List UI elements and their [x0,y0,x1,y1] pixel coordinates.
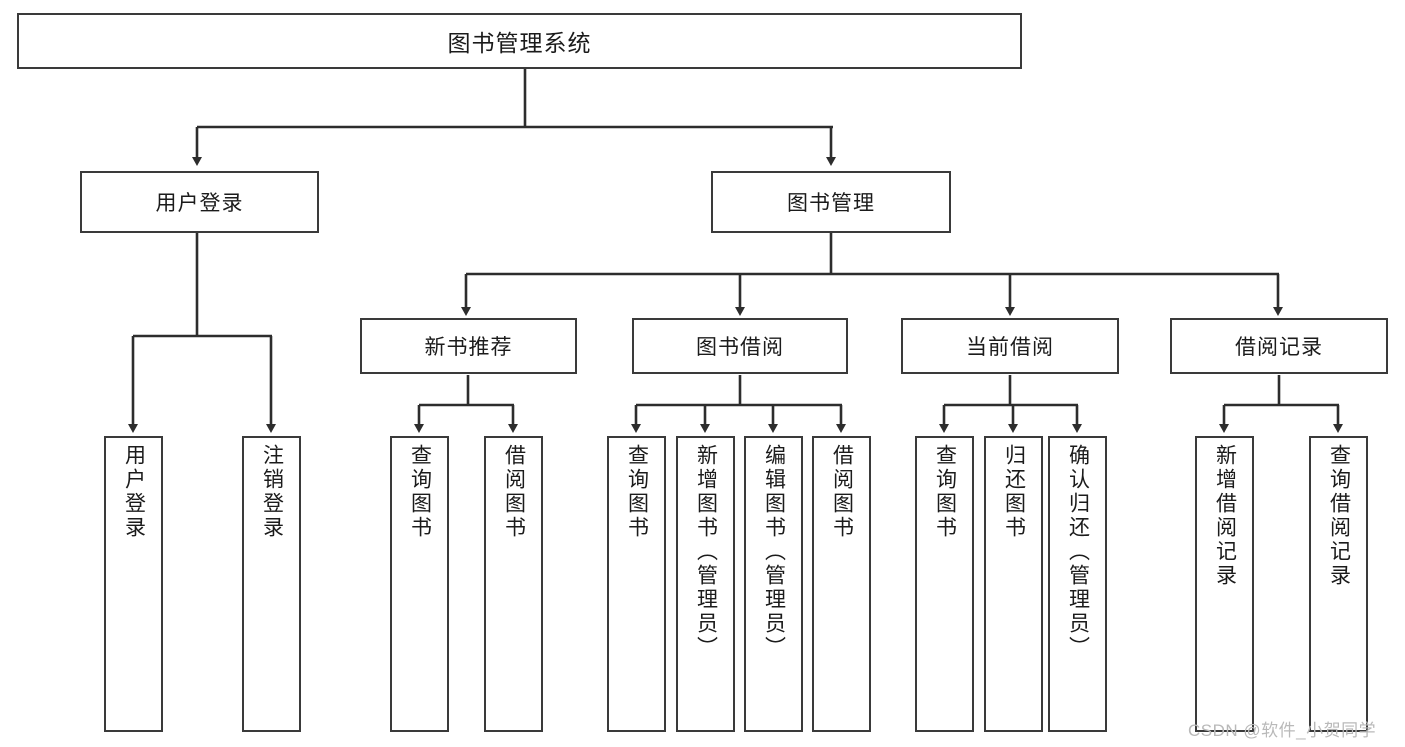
node-label: 图书管理系统 [447,30,592,56]
node-borrow-record[interactable]: 借阅记录 [1170,318,1388,374]
leaf-current-return-book[interactable]: 归还图书 [984,436,1043,732]
node-user-login[interactable]: 用户登录 [80,171,319,233]
leaf-borrow-query-book[interactable]: 查询图书 [607,436,666,732]
node-label: 新增借阅记录 [1213,444,1237,588]
node-label: 图书管理 [787,192,875,215]
node-label: 借阅图书 [830,444,854,540]
node-label: 用户登录 [155,192,244,215]
node-label: 借阅图书 [502,444,526,540]
leaf-borrow-edit-book-admin[interactable]: 编辑图书（管理员） [744,436,803,732]
node-label: 注销登录 [260,444,284,540]
leaf-current-confirm-return-admin[interactable]: 确认归还（管理员） [1048,436,1107,732]
node-label: 当前借阅 [966,336,1054,359]
node-book-management[interactable]: 图书管理 [711,171,951,233]
csdn-watermark: CSDN @软件_小贺同学 [1188,721,1377,740]
leaf-logout-login[interactable]: 注销登录 [242,436,301,732]
node-label: 新书推荐 [424,336,513,359]
node-label: 确认归还（管理员） [1066,444,1090,660]
leaf-current-query-book[interactable]: 查询图书 [915,436,974,732]
leaf-record-add-borrow-record[interactable]: 新增借阅记录 [1195,436,1254,732]
leaf-recommend-borrow-book[interactable]: 借阅图书 [484,436,543,732]
node-label: 查询图书 [408,444,432,540]
node-label: 归还图书 [1002,444,1026,540]
node-label: 图书借阅 [696,336,784,359]
node-label: 编辑图书（管理员） [762,444,786,660]
leaf-borrow-add-book-admin[interactable]: 新增图书（管理员） [676,436,735,732]
node-book-borrow[interactable]: 图书借阅 [632,318,848,374]
node-label: 查询图书 [625,444,649,540]
node-label: 查询图书 [933,444,957,540]
leaf-user-login[interactable]: 用户登录 [104,436,163,732]
leaf-record-query-borrow-record[interactable]: 查询借阅记录 [1309,436,1368,732]
node-new-book-recommend[interactable]: 新书推荐 [360,318,577,374]
node-label: 用户登录 [122,444,146,540]
leaf-recommend-query-book[interactable]: 查询图书 [390,436,449,732]
node-current-borrow[interactable]: 当前借阅 [901,318,1119,374]
node-label: 新增图书（管理员） [694,444,718,660]
node-root-book-management-system[interactable]: 图书管理系统 [17,13,1022,69]
node-label: 借阅记录 [1235,336,1323,359]
node-label: 查询借阅记录 [1327,444,1351,588]
leaf-borrow-borrow-book[interactable]: 借阅图书 [812,436,871,732]
